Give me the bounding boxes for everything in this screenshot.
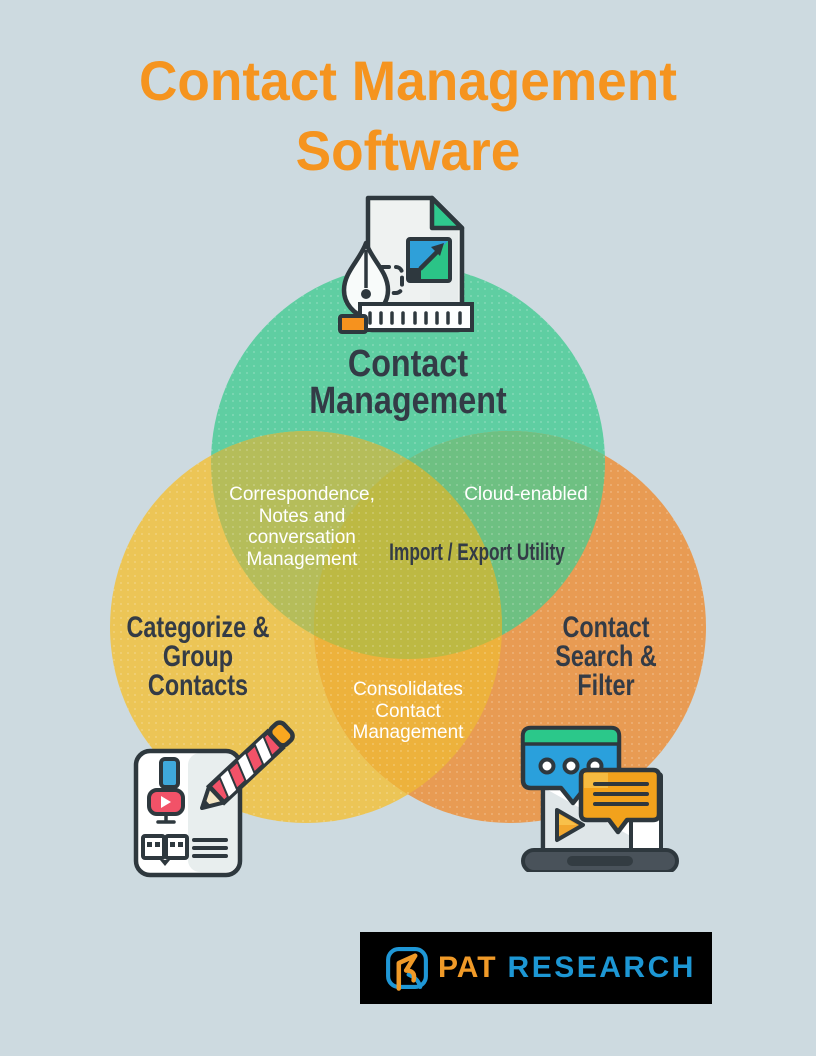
notebook-pencil-icon	[133, 720, 295, 878]
pencil-glyph	[200, 720, 295, 810]
design-document-icon	[338, 195, 474, 334]
brand-text-pat: PAT	[438, 951, 497, 984]
page-title: Contact Management Software	[20, 46, 795, 186]
footer-logo-bar: PAT RESEARCH	[360, 932, 712, 1004]
page-title-line-2: Software	[295, 119, 521, 182]
pen-tip-orange	[338, 314, 368, 334]
overlap-label-cloud-enabled: Cloud-enabled	[464, 484, 588, 505]
brand-text-research: RESEARCH	[507, 951, 696, 984]
pat-research-logo-icon	[386, 947, 428, 991]
laptop-chat-icon	[520, 725, 679, 872]
overlap-label-correspondence: Correspondence, Notes and conversation M…	[229, 484, 375, 570]
laptop-base-glyph	[521, 848, 679, 872]
page-title-line-1: Contact Management	[139, 49, 677, 112]
text-lines-glyph	[192, 838, 228, 858]
open-book-glyph	[141, 834, 189, 866]
resize-image-glyph	[406, 237, 452, 283]
overlap-label-consolidates: Consolidates Contact Management	[352, 679, 464, 743]
ruler-glyph	[358, 302, 474, 332]
circle-label-search-filter: Contact Search & Filter	[555, 611, 657, 702]
circle-label-contact-management: Contact Management	[309, 343, 507, 422]
play-button-glyph	[555, 808, 585, 842]
chat-bubble-orange	[578, 767, 662, 835]
overlap-label-import-export: Import / Export Utility	[389, 539, 565, 566]
video-monitor-glyph	[147, 788, 185, 824]
circle-label-categorize-group: Categorize & Group Contacts	[126, 611, 270, 702]
phone-glyph	[159, 757, 180, 789]
